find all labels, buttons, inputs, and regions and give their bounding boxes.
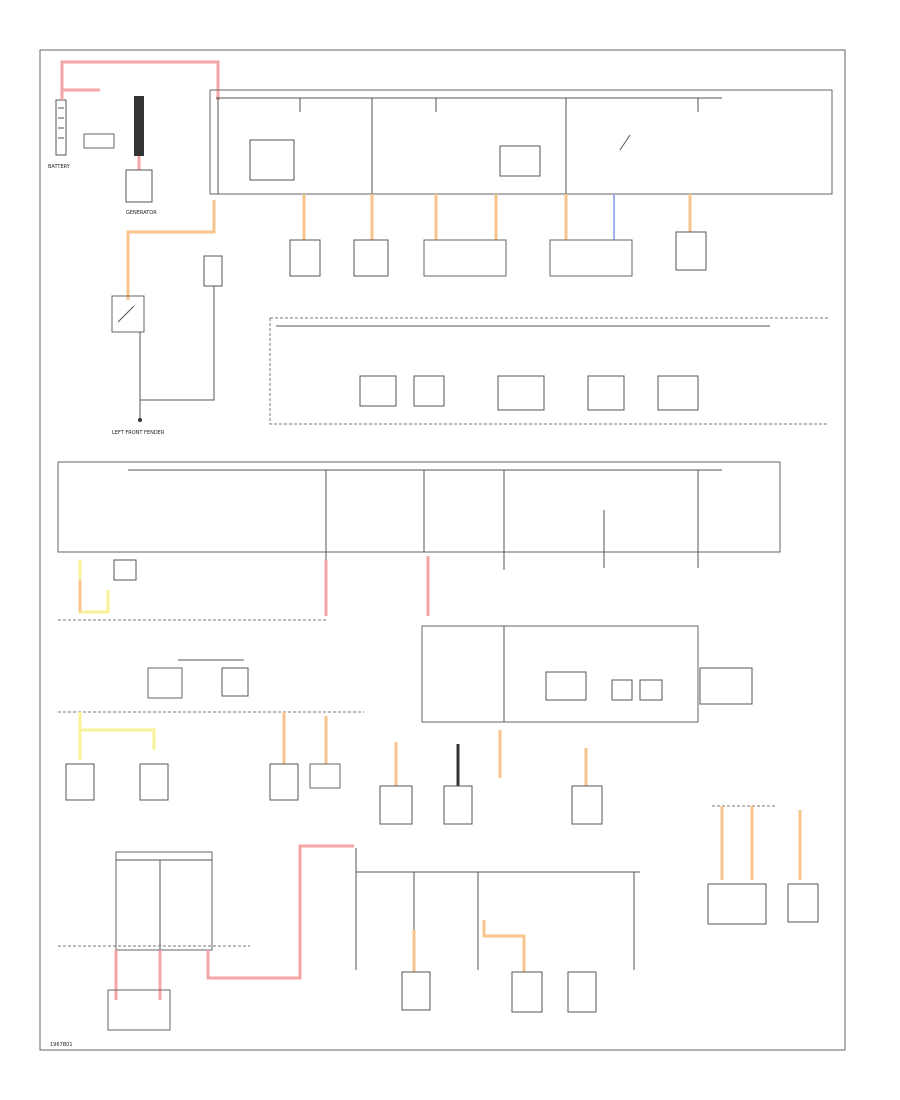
bottom-left-fuse-block: [115, 851, 213, 951]
right-splice-load-2: [787, 883, 819, 923]
right-splice-load-1: [707, 883, 767, 925]
lamp-wire-yellow: [78, 712, 156, 750]
top-drops: [302, 194, 692, 240]
battery-symbol: [55, 99, 67, 156]
battery-label: BATTERY: [48, 164, 71, 170]
right-block-load-3: [639, 679, 663, 701]
right-fuse-block: [421, 625, 699, 723]
generator-symbol: [125, 169, 153, 203]
middle-fuse-block: [57, 461, 781, 553]
right-splice-drops: [720, 806, 802, 880]
fifth-row-load-5: [571, 785, 603, 825]
dashed-panel-loads: [359, 375, 699, 411]
bottom-left-connector: [107, 989, 171, 1031]
ignition-feed-wire: [126, 200, 216, 300]
starter-box: [83, 133, 115, 149]
top-load-1: [289, 239, 321, 277]
middle-bus-branches: [325, 470, 699, 616]
generator-fuse: [134, 96, 144, 170]
ignition-switch: [111, 295, 145, 333]
bottom-row-loads: [401, 971, 597, 1013]
left-relay-wire: [78, 560, 110, 614]
battery-feed-wire: [60, 60, 220, 100]
left-block-load-2: [221, 667, 249, 697]
fuse-block-component-2: [499, 145, 541, 177]
fuse-block-component-1: [249, 139, 295, 181]
right-block-load-1: [545, 671, 587, 701]
outer-frame: [39, 49, 846, 1051]
ground-point: [138, 418, 142, 422]
diagram-code: 1967B01: [50, 1042, 73, 1048]
relay-box: [203, 255, 223, 287]
bottom-left-red-drops: [114, 950, 162, 1000]
fifth-row-drops: [282, 712, 588, 786]
top-load-5: [675, 231, 707, 271]
top-bus-branches: [217, 98, 699, 194]
lamp-left: [65, 763, 95, 801]
generator-label: GENERATOR: [126, 210, 157, 216]
right-block-load-2: [611, 679, 633, 701]
fifth-row-load-4: [443, 785, 473, 825]
fifth-row-load-1: [269, 763, 299, 801]
fifth-row-load-2: [309, 763, 341, 789]
underhood-fuse-block: [209, 89, 833, 195]
dashed-fuse-panel: [269, 317, 828, 425]
left-block-load-1: [147, 667, 183, 699]
left-relay: [113, 559, 137, 581]
top-load-2: [353, 239, 389, 277]
ground-return-wire: [139, 286, 215, 401]
bottom-drop-orange-2: [482, 920, 526, 972]
top-load-3: [423, 239, 507, 277]
fuse-block-switch: [619, 134, 631, 151]
bottom-red-feed-wire: [206, 844, 354, 980]
right-block-relay: [699, 667, 753, 705]
ground-location-label: LEFT FRONT FENDER: [112, 430, 165, 436]
fifth-row-load-3: [379, 785, 413, 825]
lamp-right: [139, 763, 169, 801]
top-load-4: [549, 239, 633, 277]
